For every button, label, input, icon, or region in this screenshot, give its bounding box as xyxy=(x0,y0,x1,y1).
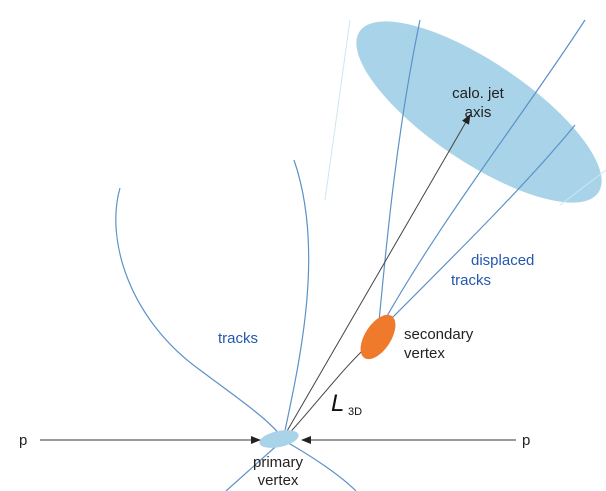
track-lower-left xyxy=(225,439,284,491)
cone-edge-line xyxy=(324,19,351,201)
secondary-vertex-ellipse xyxy=(360,314,396,360)
displaced-track-3 xyxy=(377,124,576,333)
flight-path-line xyxy=(284,339,375,439)
displaced-track-1 xyxy=(377,19,421,333)
displaced-tracks-label-line2: tracks xyxy=(451,272,491,289)
primary-vertex-label-line2: vertex xyxy=(258,472,299,489)
jet-axis-arrow xyxy=(282,114,471,439)
primary-vertex-label-line1: primary xyxy=(253,454,304,471)
flight-length-subscript: 3D xyxy=(348,406,362,418)
track-far-left xyxy=(115,187,285,441)
secondary-vertex-label-line2: vertex xyxy=(404,345,445,362)
track-lower-right xyxy=(282,439,357,491)
displaced-track-2 xyxy=(377,19,586,333)
flight-length-symbol: L xyxy=(331,390,344,417)
track-center-left xyxy=(282,159,310,441)
jet-axis-label-line1: calo. jet xyxy=(452,85,505,102)
tracks-label: tracks xyxy=(218,330,258,347)
secondary-vertex-label-line1: secondary xyxy=(404,326,474,343)
primary-vertex-ellipse xyxy=(259,430,299,448)
jet-axis-label-line2: axis xyxy=(465,104,492,121)
jet-cone-ellipse xyxy=(356,21,602,203)
beam-right-label: p xyxy=(522,432,530,449)
displaced-tracks-label-line1: displaced xyxy=(471,252,534,269)
beam-left-label: p xyxy=(19,432,27,449)
cone-edge-line-right xyxy=(559,169,606,206)
